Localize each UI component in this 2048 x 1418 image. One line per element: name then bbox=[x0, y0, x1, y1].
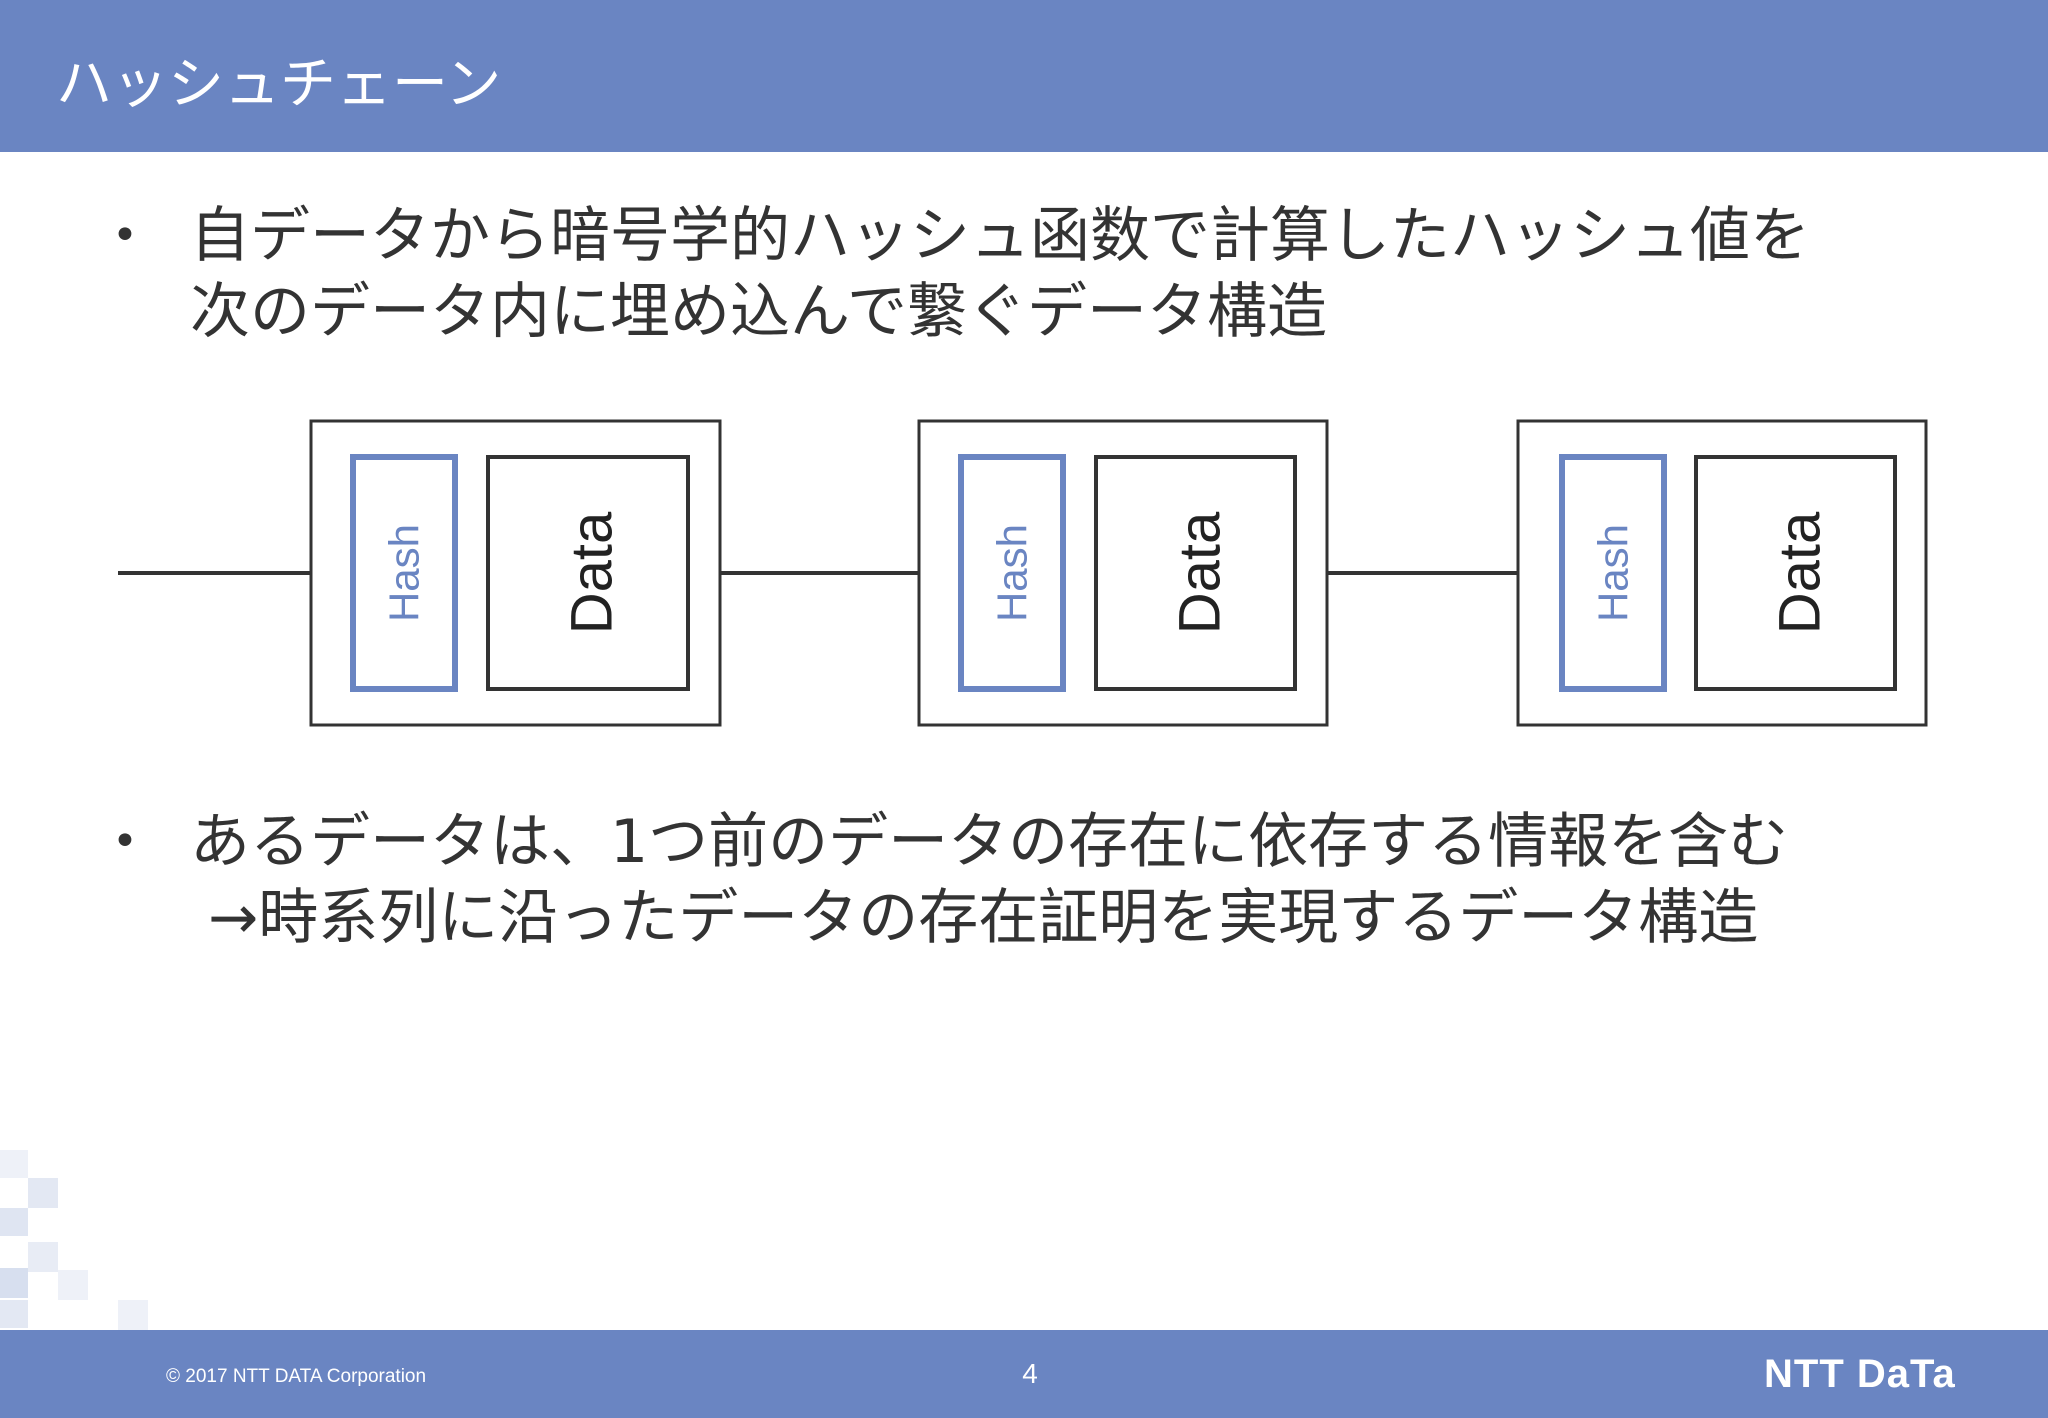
chain-block: Hash Data bbox=[1516, 419, 1928, 727]
hash-box bbox=[958, 454, 1066, 692]
data-box bbox=[1694, 455, 1897, 691]
data-label: Data bbox=[560, 511, 625, 634]
hash-label: Hash bbox=[1590, 524, 1637, 622]
bullet-marker: • bbox=[112, 210, 138, 261]
data-box bbox=[486, 455, 690, 691]
hash-label: Hash bbox=[381, 524, 428, 622]
bullet-text: 自データから暗号学的ハッシュ函数で計算したハッシュ値を 次のデータ内に埋め込んで… bbox=[190, 198, 1810, 350]
bullet-marker: • bbox=[112, 816, 138, 867]
hash-box bbox=[350, 454, 458, 692]
chain-block: Hash Data bbox=[309, 419, 722, 727]
hash-box bbox=[1559, 454, 1667, 692]
data-label: Data bbox=[1768, 511, 1833, 634]
data-box bbox=[1094, 455, 1297, 691]
chain-block: Hash Data bbox=[917, 419, 1329, 727]
slide-title: ハッシュチェーン bbox=[56, 52, 502, 117]
data-label: Data bbox=[1168, 511, 1233, 634]
page-number: 4 bbox=[1022, 1358, 1038, 1389]
bullet-line: 次のデータ内に埋め込んで繋ぐデータ構造 bbox=[190, 277, 1327, 347]
ntt-data-logo: NTT DaTa bbox=[1764, 1352, 1956, 1396]
footer-bar bbox=[0, 1330, 2048, 1418]
hash-label: Hash bbox=[989, 524, 1036, 622]
copyright-text: © 2017 NTT DATA Corporation bbox=[166, 1366, 427, 1387]
bullet-line: →時系列に沿ったデータの存在証明を実現するデータ構造 bbox=[208, 883, 1759, 953]
header-bar bbox=[0, 0, 2048, 152]
bullet-line: 自データから暗号学的ハッシュ函数で計算したハッシュ値を bbox=[190, 201, 1810, 271]
bullet-text: あるデータは、1つ前のデータの存在に依存する情報を含む →時系列に沿ったデータの… bbox=[190, 804, 1788, 956]
bullet-line: あるデータは、1つ前のデータの存在に依存する情報を含む bbox=[190, 807, 1789, 877]
